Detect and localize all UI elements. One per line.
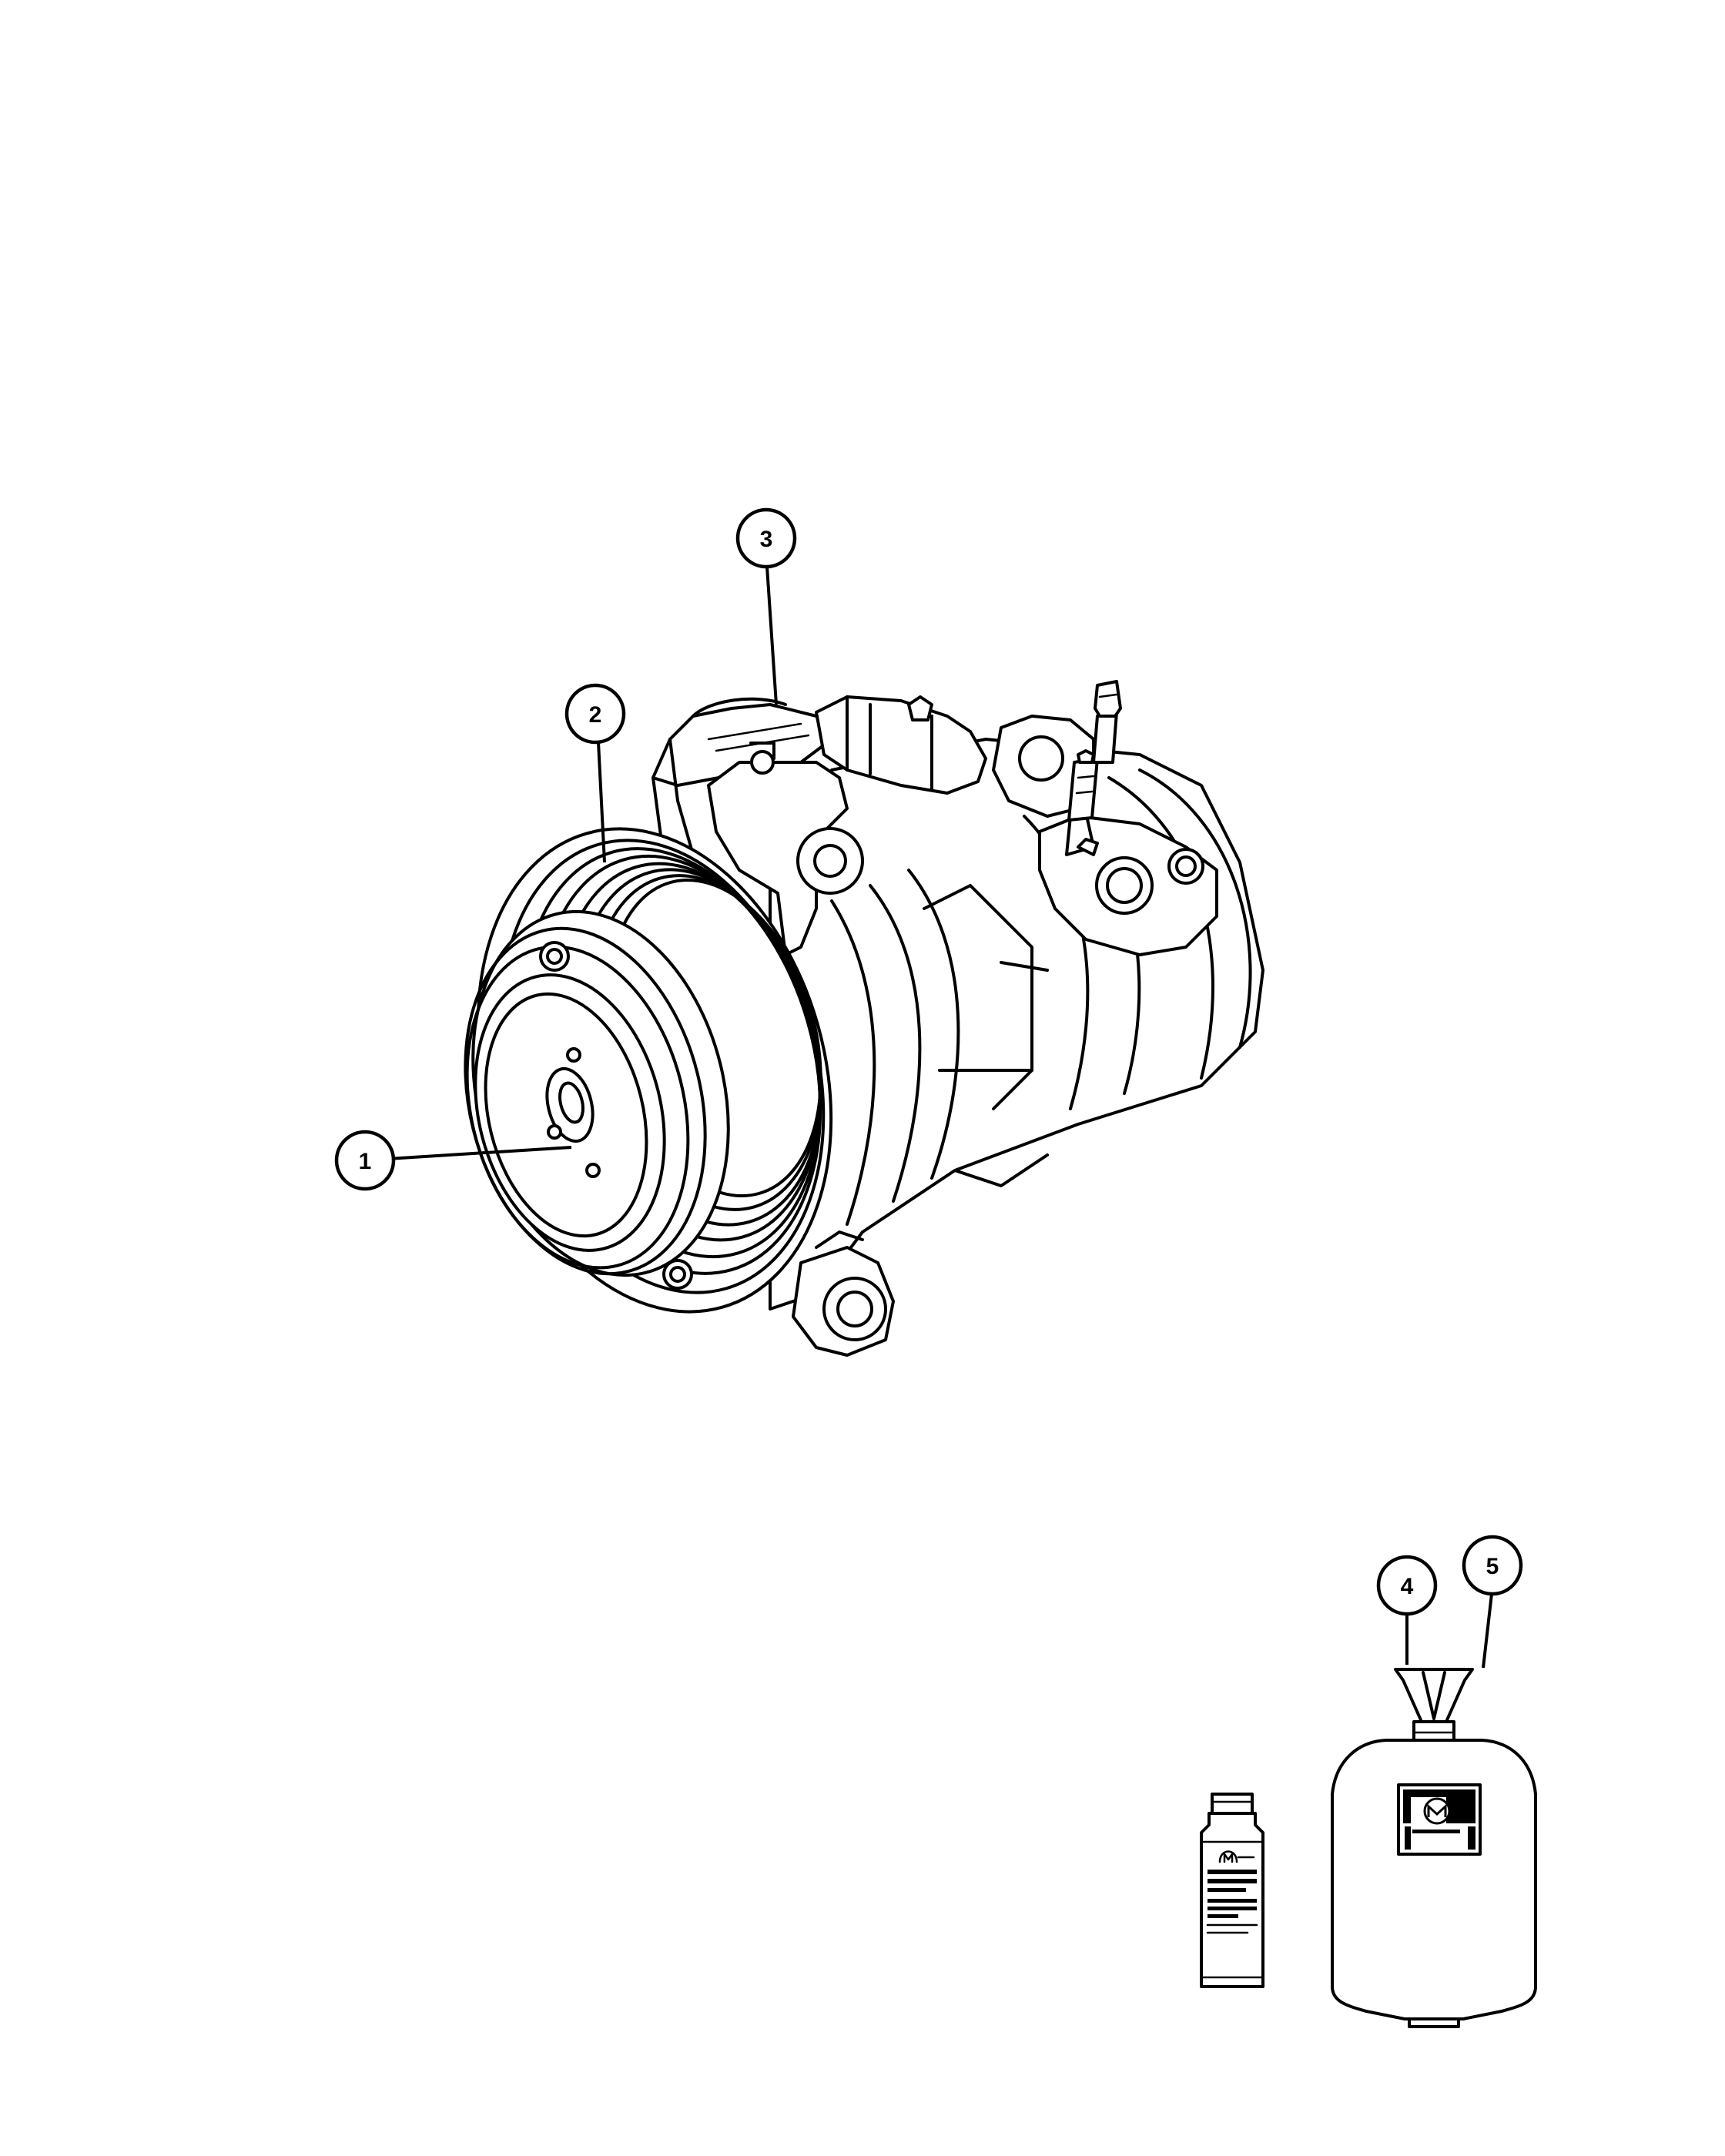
- callout-1: 1: [334, 1130, 572, 1191]
- callout-5-label: 5: [1486, 1554, 1499, 1579]
- callout-3: 3: [735, 507, 797, 705]
- callout-1-label: 1: [359, 1149, 372, 1174]
- oil-bottle: [1200, 1793, 1264, 1988]
- refrigerant-tank: [1331, 1668, 1537, 2028]
- refrigerant-tank-label: [1397, 1783, 1482, 1856]
- callout-4-label: 4: [1401, 1574, 1414, 1599]
- callout-2-label: 2: [589, 702, 602, 728]
- callout-5: 5: [1462, 1535, 1523, 1669]
- callout-3-label: 3: [760, 527, 773, 552]
- callout-4: 4: [1376, 1555, 1438, 1665]
- oil-bottle-label: [1206, 1850, 1258, 1934]
- compressor: [464, 680, 1264, 1357]
- callout-2: 2: [564, 683, 626, 863]
